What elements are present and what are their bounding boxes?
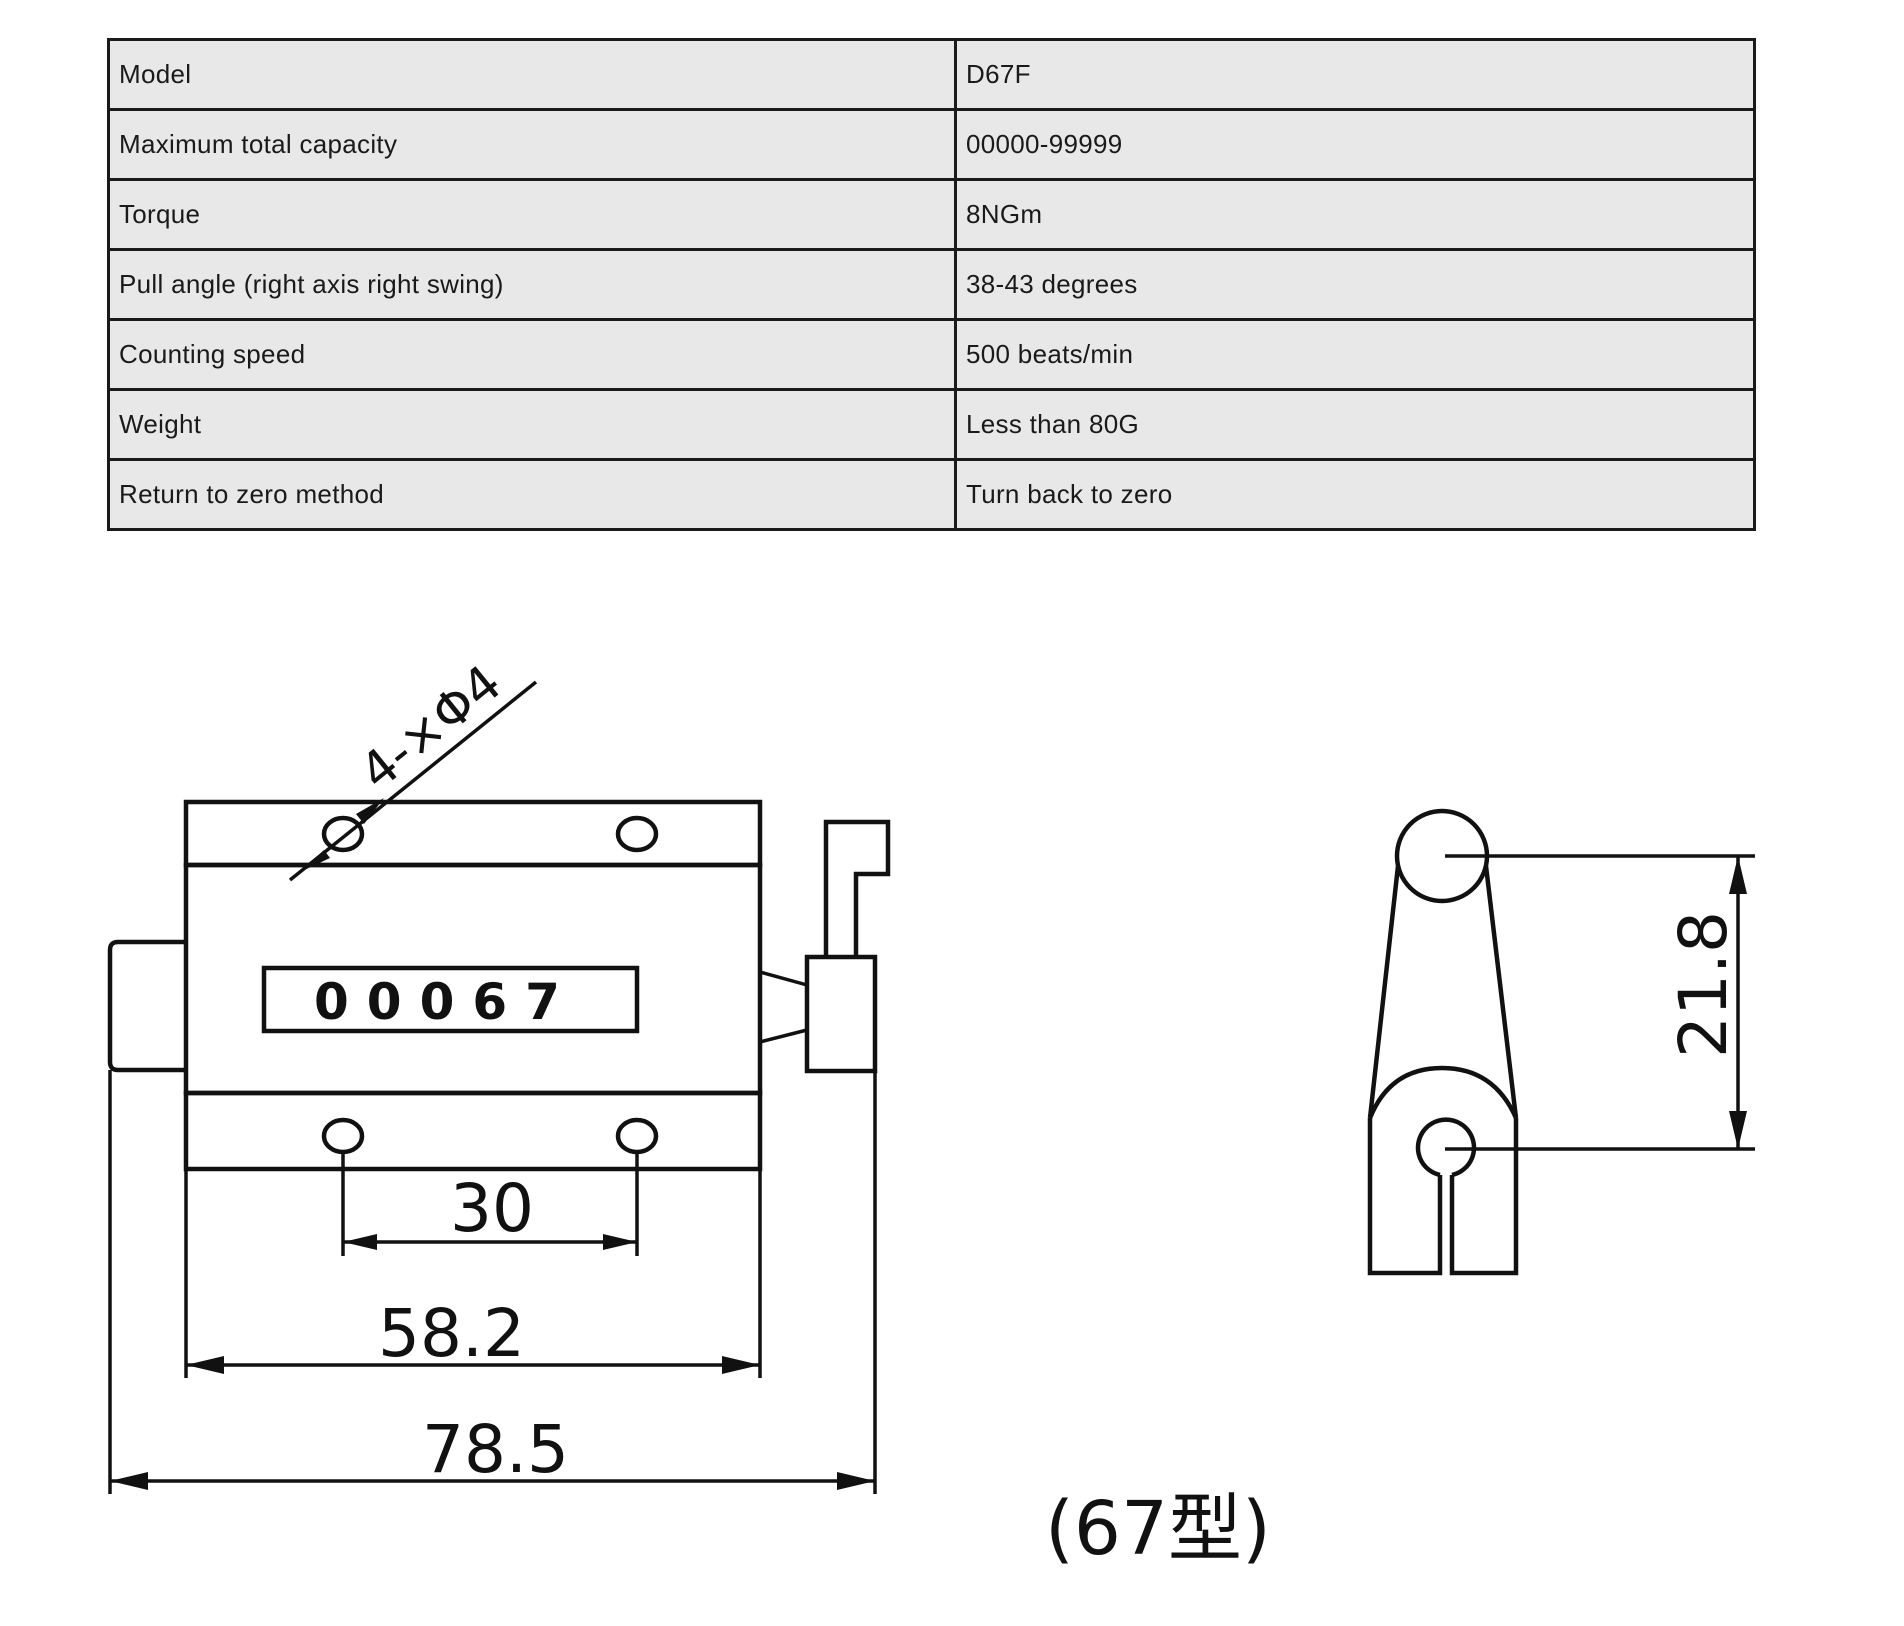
dim-overall-width: 78.5	[422, 1411, 569, 1488]
dim-78-arrow-left	[110, 1472, 148, 1490]
dim-58-arrow-left	[186, 1356, 224, 1374]
lever-side-left	[1367, 865, 1401, 1119]
spec-label-weight: Weight	[107, 388, 957, 461]
spec-value-weight: Less than 80G	[954, 388, 1756, 461]
dim-hole-spacing: 30	[450, 1170, 534, 1247]
dim-78-arrow-right	[837, 1472, 875, 1490]
mount-hole	[615, 815, 659, 853]
hole-leader-arrow	[356, 798, 384, 824]
top-flange	[183, 799, 763, 868]
hole-callout-label: 4-×Φ4	[349, 654, 512, 802]
spec-value-model: D67F	[954, 38, 1756, 111]
table-row: Torque 8NGm	[107, 178, 1756, 251]
lever-shaft	[759, 970, 808, 1044]
spec-value-counting-speed: 500 beats/min	[954, 318, 1756, 391]
dim-21-arrow-top	[1729, 856, 1747, 894]
front-view: 00067 4-×Φ4 30 58.2 78.	[107, 654, 891, 1494]
spec-label-counting-speed: Counting speed	[107, 318, 957, 391]
table-row: Return to zero method Turn back to zero	[107, 458, 1756, 531]
lever-side-right	[1483, 865, 1519, 1119]
counter-window	[261, 965, 640, 1034]
spec-label-model: Model	[107, 38, 957, 111]
table-row: Counting speed 500 beats/min	[107, 318, 1756, 391]
mount-hole	[321, 815, 365, 853]
lever-slot-circle	[1415, 1117, 1477, 1178]
table-row: Weight Less than 80G	[107, 388, 1756, 461]
mount-hole	[321, 1117, 365, 1155]
spec-label-pull-angle: Pull angle (right axis right swing)	[107, 248, 957, 321]
spec-value-pull-angle: 38-43 degrees	[954, 248, 1756, 321]
dim-58-arrow-right	[722, 1356, 760, 1374]
spec-label-torque: Torque	[107, 178, 957, 251]
hole-leader-arrow	[300, 850, 330, 872]
lever-hub	[804, 954, 878, 1074]
dim-30-arrow-right	[603, 1234, 637, 1250]
dim-30-arrow-left	[343, 1234, 377, 1250]
spec-label-reset-method: Return to zero method	[107, 458, 957, 531]
table-row: Maximum total capacity 00000-99999	[107, 108, 1756, 181]
reset-knob	[107, 939, 186, 1073]
lever-base-arch	[1367, 1065, 1519, 1119]
lever-base-fork	[1367, 1118, 1519, 1276]
spec-value-reset-method: Turn back to zero	[954, 458, 1756, 531]
hole-leader-line	[288, 680, 538, 882]
spec-value-capacity: 00000-99999	[954, 108, 1756, 181]
lever-arm	[823, 819, 891, 957]
spec-value-torque: 8NGm	[954, 178, 1756, 251]
model-caption: (67型)	[1045, 1486, 1271, 1572]
bottom-flange	[183, 1090, 763, 1172]
side-view: 21.8	[1367, 808, 1755, 1276]
mount-hole	[615, 1117, 659, 1155]
spec-label-capacity: Maximum total capacity	[107, 108, 957, 181]
table-row: Model D67F	[107, 38, 1756, 111]
counter-display: 00067	[314, 973, 578, 1031]
dim-body-width: 58.2	[378, 1295, 525, 1372]
dim-21-arrow-bottom	[1729, 1111, 1747, 1149]
dim-lever-height: 21.8	[1665, 911, 1742, 1058]
spec-table: Model D67F Maximum total capacity 00000-…	[107, 38, 1756, 531]
table-row: Pull angle (right axis right swing) 38-4…	[107, 248, 1756, 321]
